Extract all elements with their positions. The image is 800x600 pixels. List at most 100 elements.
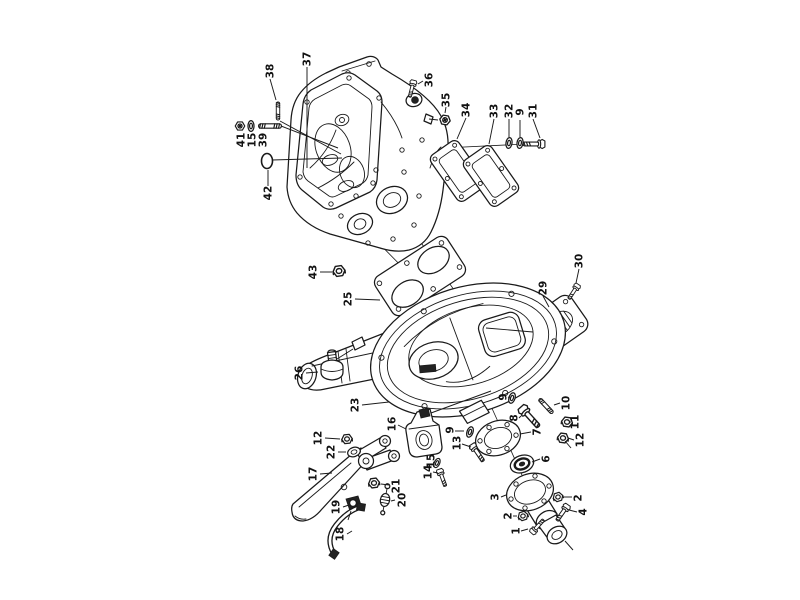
callout-9-31: 9 <box>498 393 510 400</box>
leader-line <box>519 431 532 435</box>
callout-7-36: 7 <box>532 428 544 435</box>
leader-line <box>432 471 439 474</box>
callout-9-11: 9 <box>515 108 527 115</box>
callout-15-3: 15 <box>247 133 259 148</box>
leader-line <box>567 437 575 441</box>
leader-line <box>380 483 390 486</box>
part-breather-plug-26 <box>320 349 344 381</box>
part-nut-12-right <box>556 432 570 444</box>
leader-line <box>347 510 352 521</box>
callout-19-25: 19 <box>331 500 343 515</box>
leader-line <box>342 504 350 508</box>
leader-line <box>531 458 541 463</box>
part-stud-38 <box>275 101 281 121</box>
part-case-gasket <box>373 235 467 317</box>
part-bolt-14 <box>435 467 450 488</box>
mounting-foot <box>458 399 490 424</box>
callout-36-6: 36 <box>424 73 436 88</box>
leader-line <box>461 443 472 448</box>
leader-line <box>336 348 354 360</box>
part-nut-2-right <box>551 490 565 504</box>
leader-line <box>488 118 495 145</box>
leader-line <box>575 268 580 284</box>
callout-26-17: 26 <box>294 366 306 381</box>
part-gear-case-housing <box>286 55 449 252</box>
callout-18-26: 18 <box>335 527 347 542</box>
leader-line <box>520 528 529 532</box>
callout-11-34: 11 <box>570 415 582 430</box>
leader-line <box>354 298 381 301</box>
callout-30-13: 30 <box>574 254 586 269</box>
callout-35-7: 35 <box>441 93 453 108</box>
leader-line <box>553 402 561 406</box>
callout-21-23: 21 <box>391 479 403 494</box>
callout-2-39: 2 <box>503 512 515 519</box>
leader-line <box>319 472 333 475</box>
leader-line <box>485 327 534 333</box>
callout-39-4: 39 <box>258 133 270 148</box>
callout-23-18: 23 <box>350 398 362 413</box>
part-bearing-seal-6 <box>509 454 535 474</box>
part-bolt-31 <box>522 138 546 150</box>
part-nut-41 <box>234 121 246 131</box>
part-bell-housing <box>369 282 567 424</box>
leader-line <box>456 117 467 140</box>
leader-line <box>500 494 507 498</box>
leader-line <box>507 396 511 399</box>
part-stud-10 <box>537 397 555 415</box>
leader-line <box>346 530 353 535</box>
leader-line <box>269 78 277 101</box>
leader-line <box>361 401 390 406</box>
part-hose-18 <box>327 502 367 560</box>
part-nut-21 <box>367 477 381 489</box>
part-washer-32 <box>504 136 514 150</box>
part-washer-9-top <box>515 136 525 150</box>
part-nut-12 <box>340 433 354 445</box>
callout-10-33: 10 <box>561 396 573 411</box>
part-washer-15-left <box>247 119 255 133</box>
callout-20-24: 20 <box>397 493 409 508</box>
leader-line <box>430 390 492 414</box>
leader-line <box>532 118 541 139</box>
callout-3-38: 3 <box>490 493 502 500</box>
callout-34-8: 34 <box>461 103 473 118</box>
callout-17-22: 17 <box>308 467 320 482</box>
callout-22-21: 22 <box>326 445 338 460</box>
callout-9-27: 9 <box>445 426 457 433</box>
part-stud-39 <box>258 123 282 129</box>
callout-29-14: 29 <box>538 281 550 296</box>
callout-25-16: 25 <box>343 292 355 307</box>
callout-33-9: 33 <box>489 104 501 119</box>
part-washer-9-mid <box>464 425 476 439</box>
leader-line <box>280 125 339 149</box>
part-bolt-30 <box>565 281 582 302</box>
part-o-ring-42 <box>260 152 274 170</box>
part-nut-2-left <box>516 509 530 523</box>
callout-38-0: 38 <box>265 64 277 79</box>
callout-15-29: 15 <box>426 454 438 469</box>
callout-14-30: 14 <box>423 465 435 480</box>
part-flange-gasket-7 <box>474 419 522 457</box>
nut-boss <box>423 113 434 125</box>
callout-4-42: 4 <box>578 508 590 515</box>
callout-1-40: 1 <box>511 527 523 534</box>
part-clutch-fork <box>291 434 401 522</box>
leader-line <box>305 371 319 374</box>
leader-line <box>417 80 424 85</box>
leader-line <box>324 437 341 440</box>
callout-12-20: 12 <box>313 431 325 446</box>
leader-line <box>518 415 522 419</box>
leader-line <box>271 157 343 161</box>
callout-13-28: 13 <box>452 436 464 451</box>
part-side-gasket-33 <box>462 145 520 207</box>
callout-8-32: 8 <box>509 414 521 421</box>
callout-32-10: 32 <box>504 104 516 119</box>
brake-pin <box>418 363 437 374</box>
part-nut-43 <box>331 264 347 278</box>
leader-line <box>397 424 407 430</box>
part-shift-bracket <box>405 407 443 458</box>
callout-12-35: 12 <box>575 433 587 448</box>
